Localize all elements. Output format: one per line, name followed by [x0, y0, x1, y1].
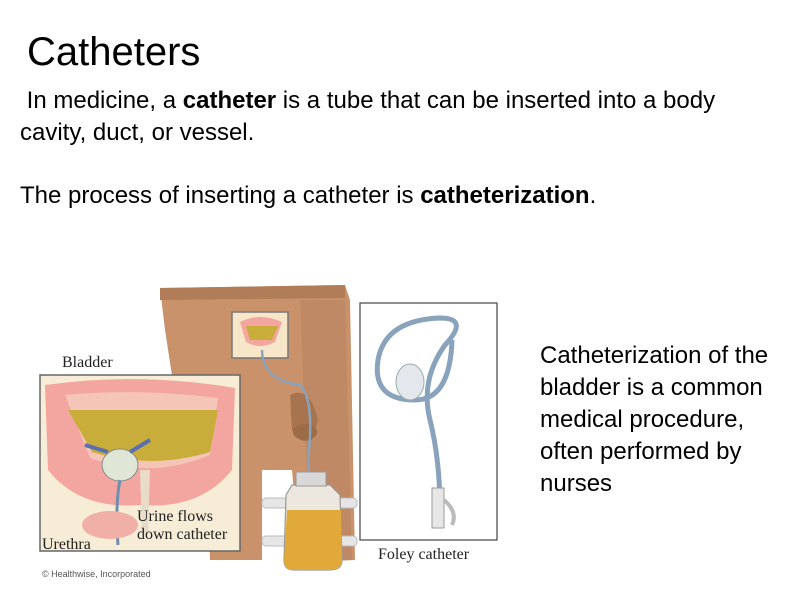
bladder-label: Bladder [62, 354, 113, 372]
urine-label-line-2: down catheter [137, 526, 227, 544]
image-credit: © Healthwise, Incorporated [42, 569, 151, 579]
torso-inset [232, 312, 288, 358]
urine-label-line-1: Urine flows [137, 508, 213, 526]
foley-catheter-panel [360, 303, 497, 540]
urethra-label: Urethra [42, 536, 91, 554]
side-note: Catheterization of the bladder is a comm… [540, 340, 770, 500]
foley-catheter-label: Foley catheter [378, 546, 469, 564]
